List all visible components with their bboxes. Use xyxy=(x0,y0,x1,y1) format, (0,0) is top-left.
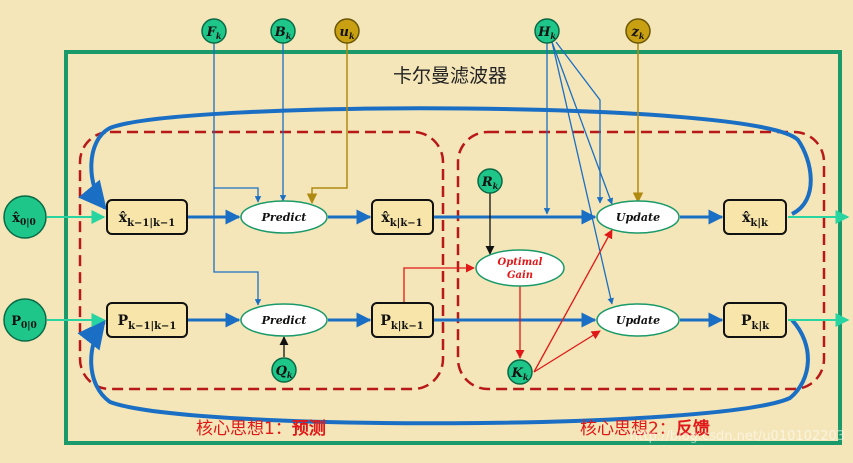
node-x0: x̂0|0 xyxy=(3,195,47,239)
update-cov-op: Update xyxy=(596,303,680,337)
box-x-prev: x̂k−1|k−1 xyxy=(106,199,188,235)
node-p0: P0|0 xyxy=(3,298,47,342)
svg-text:x̂k|k−1: x̂k|k−1 xyxy=(381,210,422,229)
optimal-gain-op: Optimal Gain xyxy=(475,249,565,287)
node-z: zk xyxy=(625,18,651,44)
box-x-pred: x̂k|k−1 xyxy=(371,199,434,235)
svg-text:Pk|k−1: Pk|k−1 xyxy=(380,313,423,332)
u-to-predict xyxy=(306,42,348,205)
node-q: Qk xyxy=(271,357,297,383)
filter-frame xyxy=(64,50,842,445)
svg-text:Predict: Predict xyxy=(261,211,307,224)
svg-text:Fk: Fk xyxy=(206,25,222,41)
caption-feedback: 核心思想2：反馈 xyxy=(580,418,710,439)
diagram-title: 卡尔曼滤波器 xyxy=(393,65,507,87)
svg-text:x̂0|0: x̂0|0 xyxy=(12,211,36,228)
svg-text:Gain: Gain xyxy=(507,270,533,281)
svg-text:Update: Update xyxy=(616,314,660,327)
svg-text:Bk: Bk xyxy=(274,25,292,41)
feedback-region xyxy=(456,130,826,391)
svg-text:zk: zk xyxy=(631,25,645,41)
predict-state-op: Predict xyxy=(240,200,328,234)
node-k: Kk xyxy=(507,359,533,385)
f-to-predict-bottom xyxy=(213,188,262,306)
svg-text:Pk|k: Pk|k xyxy=(741,313,770,332)
covariance-feedback-loop xyxy=(77,318,810,426)
box-x-upd: x̂k|k xyxy=(723,199,787,235)
state-feedback-loop xyxy=(78,106,813,216)
svg-text:Optimal: Optimal xyxy=(498,257,543,268)
node-r: Rk xyxy=(477,168,503,194)
h-to-update-bottom xyxy=(551,41,614,305)
watermark: http://blog.csdn.net/u010102203 xyxy=(630,429,845,444)
svg-text:Update: Update xyxy=(616,211,660,224)
box-p-upd: Pk|k xyxy=(723,302,787,338)
f-to-predict-top xyxy=(213,42,262,203)
svg-text:Rk: Rk xyxy=(481,175,499,191)
update-state-op: Update xyxy=(596,200,680,234)
box-p-prev: Pk−1|k−1 xyxy=(106,302,188,338)
node-h: Hk xyxy=(534,18,560,44)
svg-text:uk: uk xyxy=(340,25,355,41)
k-to-update-top xyxy=(533,229,613,373)
prediction-region xyxy=(78,130,445,391)
svg-text:P0|0: P0|0 xyxy=(11,314,37,331)
svg-text:Kk: Kk xyxy=(511,366,529,382)
h-to-update-top-2 xyxy=(551,41,614,205)
k-to-update-bottom xyxy=(533,330,601,373)
svg-text:Predict: Predict xyxy=(261,314,307,327)
svg-text:x̂k|k: x̂k|k xyxy=(742,210,769,229)
svg-text:Qk: Qk xyxy=(276,364,293,380)
node-b: Bk xyxy=(270,18,296,44)
ppred-to-gain xyxy=(403,263,475,303)
svg-text:Pk−1|k−1: Pk−1|k−1 xyxy=(118,313,177,332)
svg-text:x̂k−1|k−1: x̂k−1|k−1 xyxy=(119,210,176,229)
h-to-update-top xyxy=(555,41,604,204)
box-p-pred: Pk|k−1 xyxy=(371,302,434,338)
svg-text:Hk: Hk xyxy=(537,25,556,41)
caption-prediction: 核心思想1：预测 xyxy=(196,418,326,439)
node-u: uk xyxy=(334,18,360,44)
predict-cov-op: Predict xyxy=(240,303,328,337)
node-f: Fk xyxy=(201,18,227,44)
